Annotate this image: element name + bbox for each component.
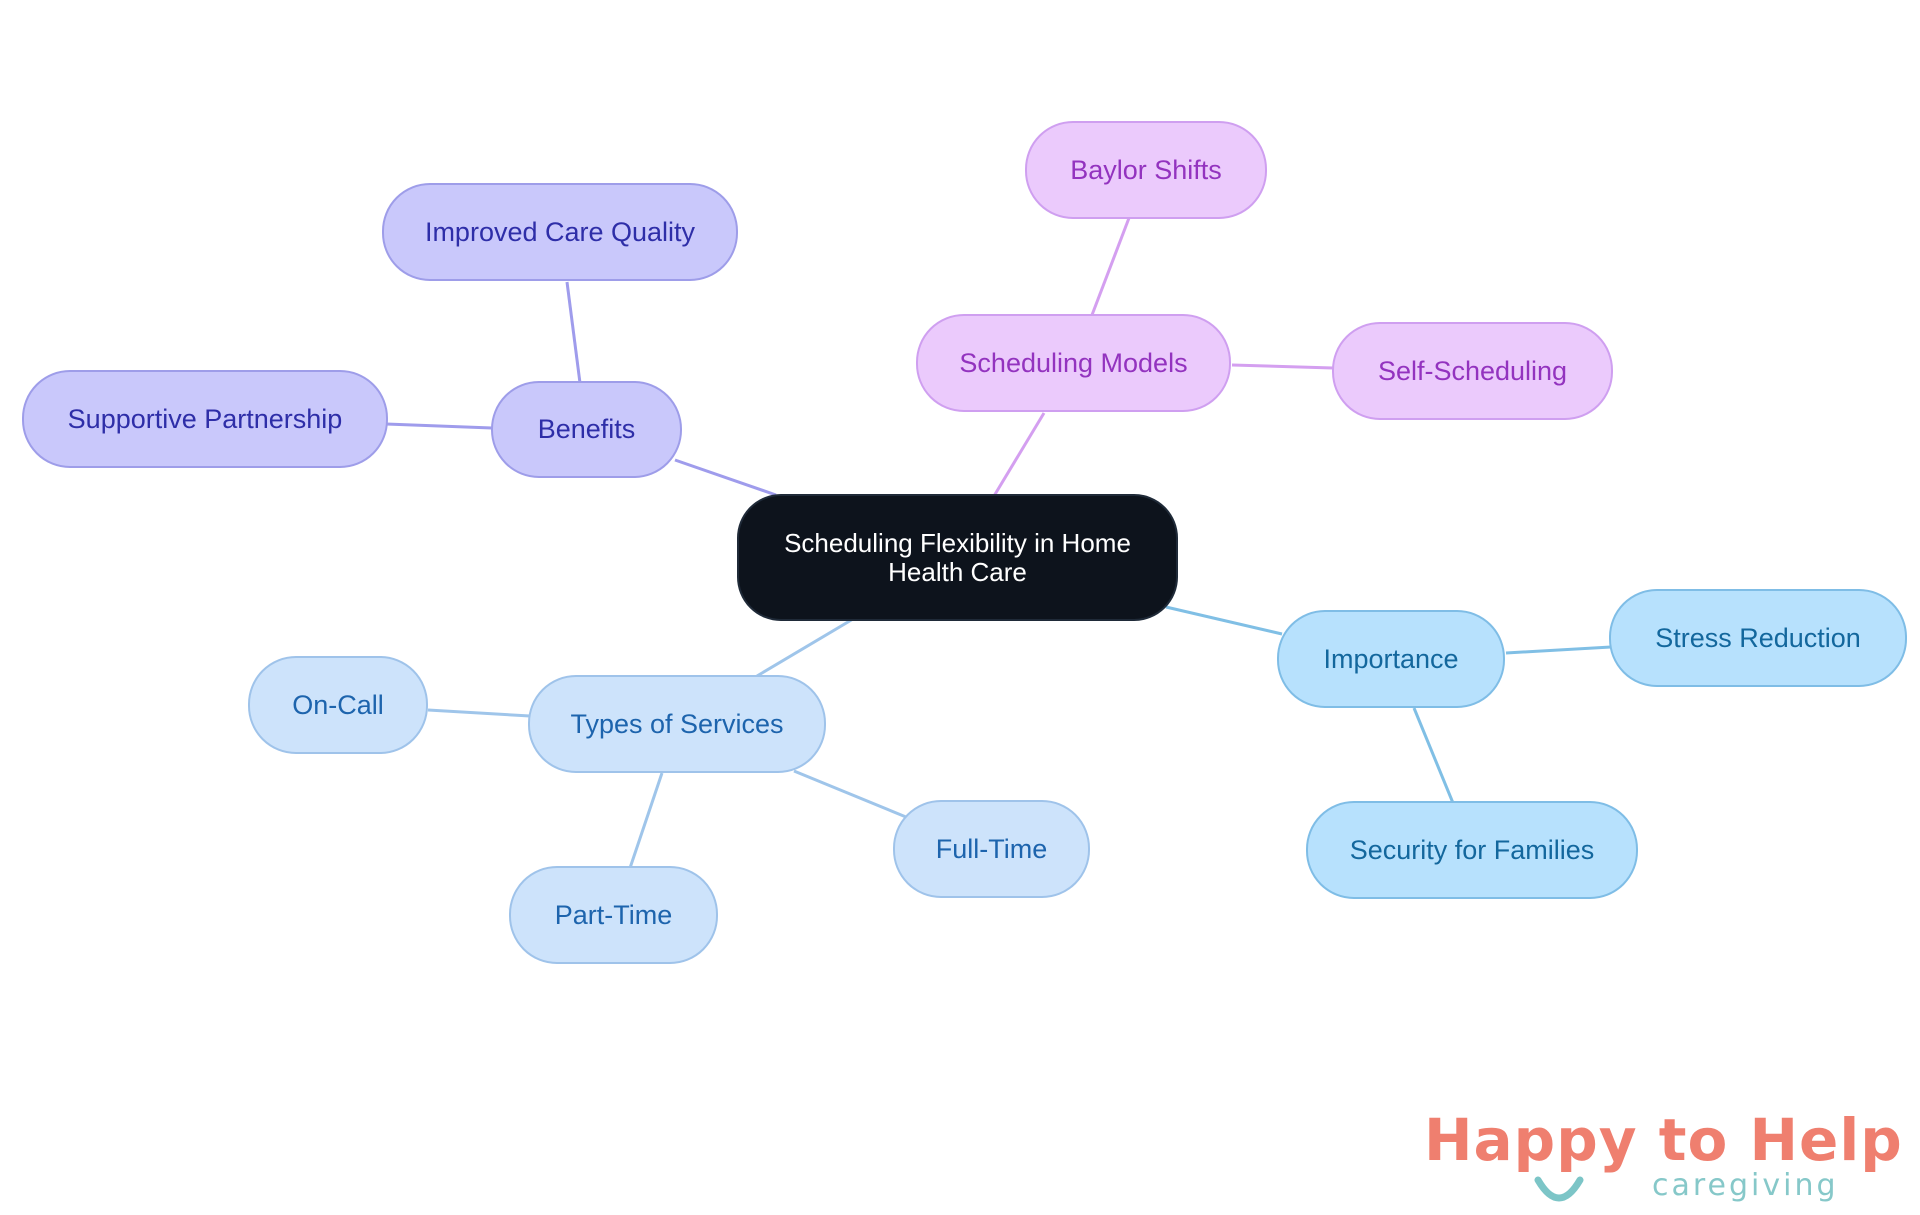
node-part-time-label: Part-Time <box>554 899 673 930</box>
node-on-call-label: On-Call <box>292 689 384 720</box>
edge-types-full-time <box>793 769 907 819</box>
edge-importance-security <box>1412 707 1455 804</box>
node-part-time: Part-Time <box>509 866 718 964</box>
edge-root-benefits <box>674 458 777 497</box>
edge-importance-stress-reduction <box>1505 645 1612 655</box>
node-baylor-shifts-label: Baylor Shifts <box>1070 154 1222 185</box>
node-supportive-partnership-label: Supportive Partnership <box>67 403 343 434</box>
node-self-scheduling: Self-Scheduling <box>1332 322 1613 420</box>
logo-to-help: to Help <box>1637 1106 1903 1174</box>
edge-scheduling-models-self-scheduling <box>1231 363 1334 370</box>
node-security-for-families-label: Security for Families <box>1349 834 1595 865</box>
node-scheduling-models: Scheduling Models <box>916 314 1231 412</box>
edge-scheduling-models-baylor-shifts <box>1090 217 1131 316</box>
logo-wordmark: Happy to Help <box>1424 1108 1903 1172</box>
node-stress-reduction-label: Stress Reduction <box>1655 622 1861 653</box>
node-full-time: Full-Time <box>893 800 1090 898</box>
edge-types-on-call <box>427 708 531 718</box>
node-importance-label: Importance <box>1323 643 1459 674</box>
root-node: Scheduling Flexibility in Home Health Ca… <box>737 494 1178 621</box>
logo-happy: Happy <box>1424 1106 1638 1174</box>
logo-tagline: caregiving <box>1652 1168 1839 1203</box>
node-security-for-families: Security for Families <box>1306 801 1638 899</box>
node-stress-reduction: Stress Reduction <box>1609 589 1907 687</box>
smile-icon <box>1534 1176 1584 1202</box>
edge-benefits-supportive-partnership <box>385 422 493 430</box>
node-supportive-partnership: Supportive Partnership <box>22 370 388 468</box>
edge-root-types-of-services <box>756 617 854 678</box>
brand-logo: Happy to Help caregiving <box>1424 1108 1902 1208</box>
node-importance: Importance <box>1277 610 1505 708</box>
node-types-of-services-label: Types of Services <box>570 708 784 739</box>
node-full-time-label: Full-Time <box>935 833 1048 864</box>
node-scheduling-models-label: Scheduling Models <box>959 347 1188 378</box>
node-improved-care-quality: Improved Care Quality <box>382 183 738 281</box>
edge-benefits-improved-care-quality <box>565 281 582 384</box>
node-types-of-services: Types of Services <box>528 675 826 773</box>
node-benefits: Benefits <box>491 381 682 478</box>
node-self-scheduling-label: Self-Scheduling <box>1377 355 1568 386</box>
edge-root-scheduling-models <box>992 412 1046 497</box>
node-on-call: On-Call <box>248 656 428 754</box>
edge-root-importance <box>1165 605 1283 636</box>
edge-types-part-time <box>628 772 664 869</box>
node-improved-care-quality-label: Improved Care Quality <box>424 216 696 247</box>
node-benefits-label: Benefits <box>537 414 636 444</box>
node-baylor-shifts: Baylor Shifts <box>1025 121 1267 219</box>
root-label: Scheduling Flexibility in Home Health Ca… <box>784 527 1131 587</box>
